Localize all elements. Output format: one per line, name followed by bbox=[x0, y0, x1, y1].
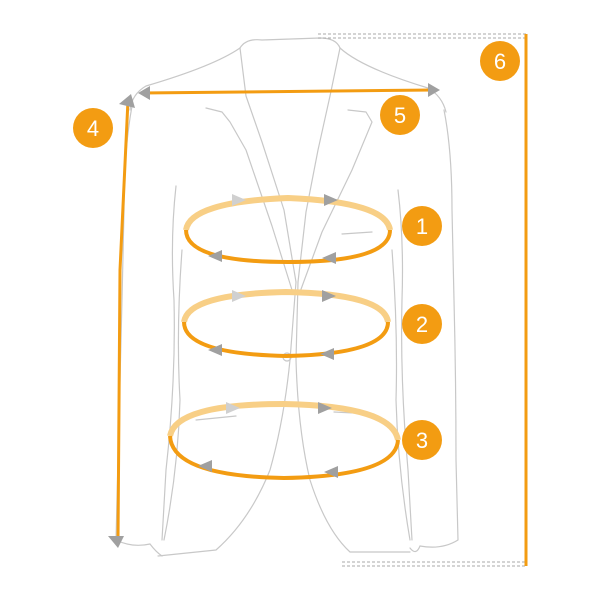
jacket-right-lapel-notch bbox=[299, 109, 373, 293]
chest-arrow-back-1 bbox=[232, 194, 246, 206]
jacket-breast-pocket bbox=[341, 231, 373, 235]
jacket-left-sleeve-inner bbox=[161, 185, 177, 541]
hip-arrow-back-1 bbox=[226, 402, 240, 414]
waist-arrow-back-2 bbox=[322, 290, 336, 302]
badge-3: 3 bbox=[402, 420, 442, 460]
jacket-pocket-left bbox=[195, 415, 237, 421]
chest-arrow-front-1 bbox=[208, 250, 222, 262]
badge-1: 1 bbox=[402, 206, 442, 246]
waist-arrow-back-1 bbox=[232, 290, 246, 302]
chest-loop-back bbox=[183, 194, 393, 231]
badge-2-circle bbox=[402, 304, 442, 344]
jacket-left-lapel bbox=[239, 47, 297, 283]
badge-5-label: 5 bbox=[394, 103, 406, 128]
hip-arrow-back-2 bbox=[318, 402, 332, 414]
jacket-right-side bbox=[391, 249, 411, 541]
hip-arrow-front-2 bbox=[324, 466, 338, 478]
waist-arrow-front-1 bbox=[208, 344, 222, 356]
chest-arrow-front-2 bbox=[322, 252, 336, 264]
hip-loop-back bbox=[167, 400, 401, 441]
badge-6-circle bbox=[480, 41, 520, 81]
jacket-front-left bbox=[157, 281, 297, 557]
measurement-waist bbox=[181, 288, 391, 360]
badge-6: 6 bbox=[480, 41, 520, 81]
shoulder-width-arrow-left bbox=[138, 86, 150, 100]
hip-loop-front bbox=[168, 435, 400, 481]
badge-3-label: 3 bbox=[416, 428, 428, 453]
length-guide-bottom bbox=[342, 561, 526, 567]
chest-loop-front bbox=[184, 229, 392, 265]
badge-4-label: 4 bbox=[87, 116, 99, 141]
badge-5-circle bbox=[380, 95, 420, 135]
badge-1-label: 1 bbox=[416, 214, 428, 239]
sleeve-length-arrow-bottom bbox=[108, 536, 124, 548]
badge-6-label: 6 bbox=[494, 49, 506, 74]
measurement-chest bbox=[183, 194, 393, 265]
badge-3-circle bbox=[402, 420, 442, 460]
jacket-hem bbox=[149, 543, 421, 557]
badge-2-label: 2 bbox=[416, 312, 428, 337]
jacket-left-lapel-notch bbox=[205, 107, 293, 291]
jacket-collar bbox=[239, 37, 341, 49]
jacket-sketch bbox=[115, 37, 459, 557]
sleeve-length-line bbox=[116, 99, 130, 541]
shoulder-width-arrow-right bbox=[428, 83, 440, 97]
chest-arrow-back-2 bbox=[324, 194, 338, 206]
jacket-left-side bbox=[163, 249, 183, 541]
length-guide-top bbox=[318, 33, 526, 39]
sleeve-length-arrow-top bbox=[119, 94, 135, 108]
measurement-shoulder-width bbox=[138, 83, 440, 100]
waist-loop-back bbox=[181, 288, 391, 323]
jacket-length-guides bbox=[318, 33, 526, 567]
badge-2: 2 bbox=[402, 304, 442, 344]
shoulder-width-line bbox=[141, 88, 435, 95]
measurement-sleeve-length bbox=[108, 94, 135, 548]
jacket-right-sleeve bbox=[419, 109, 459, 548]
jacket-left-shoulder bbox=[129, 47, 241, 111]
badge-5: 5 bbox=[380, 95, 420, 135]
measurement-hip bbox=[167, 400, 401, 481]
jacket-left-sleeve bbox=[115, 105, 151, 546]
badge-1-circle bbox=[402, 206, 442, 246]
jacket-front-right bbox=[295, 281, 411, 553]
badge-4: 4 bbox=[73, 108, 113, 148]
waist-loop-front bbox=[182, 321, 390, 359]
jacket-right-lapel bbox=[297, 47, 341, 283]
hip-arrow-front-1 bbox=[198, 460, 212, 472]
badge-4-circle bbox=[73, 108, 113, 148]
waist-arrow-front-2 bbox=[320, 348, 334, 360]
jacket-right-sleeve-inner bbox=[397, 189, 413, 541]
jacket-right-shoulder bbox=[339, 47, 447, 113]
